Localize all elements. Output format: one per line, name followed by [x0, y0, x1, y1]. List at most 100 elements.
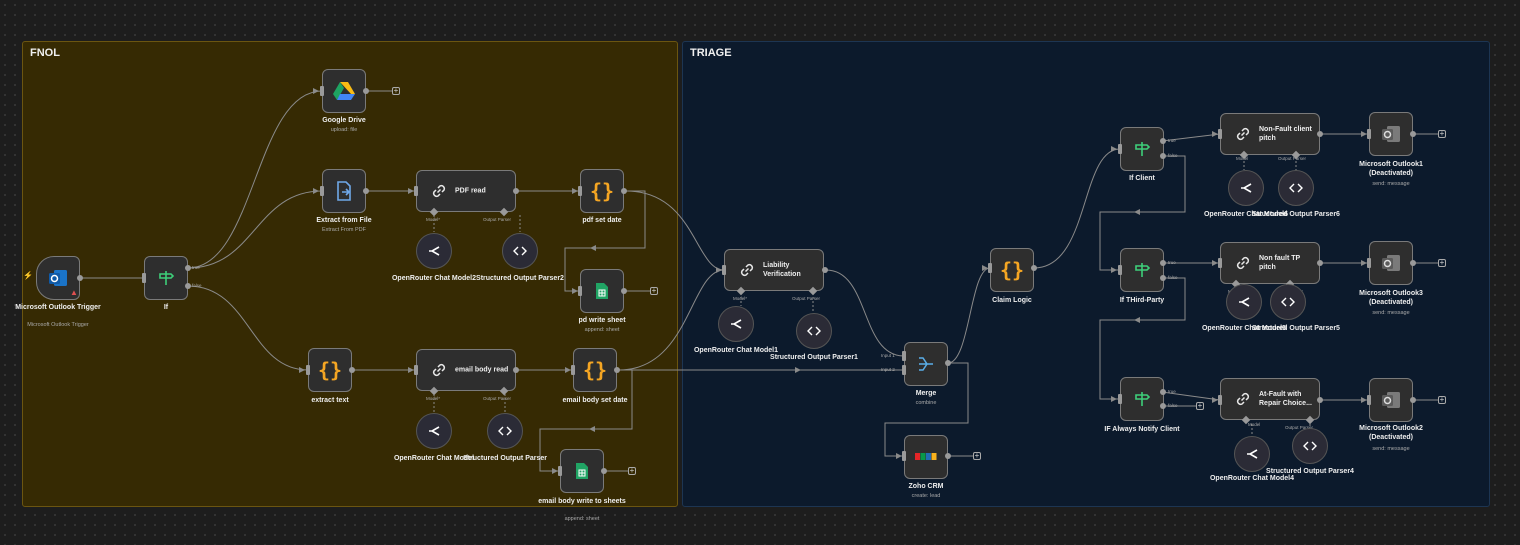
nonfault-tp-out-port[interactable]	[1317, 260, 1323, 266]
extract-text-node[interactable]: {}	[308, 348, 352, 392]
outlook2-out-port[interactable]	[1410, 397, 1416, 403]
parser2-node[interactable]	[502, 233, 538, 269]
outlook1-add-button[interactable]: +	[1438, 129, 1446, 138]
outlook-trigger-out-port[interactable]	[77, 275, 83, 281]
pdf-read-in-port[interactable]	[414, 186, 418, 196]
if-true-port[interactable]	[185, 265, 191, 271]
pdf-set-date-out-port[interactable]	[621, 188, 627, 194]
nonfault-client-node[interactable]: Non-Fault client pitch	[1220, 113, 1320, 155]
outlook3-add-button[interactable]: +	[1438, 258, 1446, 267]
google-drive-node[interactable]	[322, 69, 366, 113]
pd-write-sheet-out-port[interactable]	[621, 288, 627, 294]
extract-text-out-port[interactable]	[349, 367, 355, 373]
merge-input2-port[interactable]	[902, 365, 906, 375]
outlook3-out-port[interactable]	[1410, 260, 1416, 266]
outlook2-in-port[interactable]	[1367, 395, 1371, 405]
nonfault-tp-node[interactable]: Non fault TP pitch	[1220, 242, 1320, 284]
email-write-sheets-in-port[interactable]	[558, 466, 562, 476]
atfault-out-port[interactable]	[1317, 397, 1323, 403]
merge-input1-port[interactable]	[902, 351, 906, 361]
openrouter6-node[interactable]	[1228, 170, 1264, 206]
zoho-in-port[interactable]	[902, 451, 906, 461]
pdf-read-out-port[interactable]	[513, 188, 519, 194]
parser-node[interactable]	[487, 413, 523, 449]
extract-text-in-port[interactable]	[306, 365, 310, 375]
if-third-true-label: true	[1168, 260, 1176, 265]
fnol-group-title: FNOL	[30, 47, 60, 59]
claim-logic-out-port[interactable]	[1031, 265, 1037, 271]
if-false-port[interactable]	[185, 283, 191, 289]
parser4-node[interactable]	[1292, 428, 1328, 464]
claim-logic-node[interactable]: {}	[990, 248, 1034, 292]
email-write-sheets-add-button[interactable]: +	[628, 466, 636, 475]
email-body-read-in-port[interactable]	[414, 365, 418, 375]
liability-verification-node[interactable]: Liability Verification	[724, 249, 824, 291]
atfault-in-port[interactable]	[1218, 395, 1222, 405]
email-body-set-date-in-port[interactable]	[571, 365, 575, 375]
atfault-node[interactable]: At-Fault with Repair Choice...	[1220, 378, 1320, 420]
if-third-false-port[interactable]	[1160, 275, 1166, 281]
if-node[interactable]	[144, 256, 188, 300]
openrouter2-node[interactable]	[416, 233, 452, 269]
nonfault-tp-in-port[interactable]	[1218, 258, 1222, 268]
if-client-in-port[interactable]	[1118, 144, 1122, 154]
email-write-sheets-out-port[interactable]	[601, 468, 607, 474]
if-client-true-port[interactable]	[1160, 138, 1166, 144]
outlook3-in-port[interactable]	[1367, 258, 1371, 268]
parser5-node[interactable]	[1270, 284, 1306, 320]
extract-from-file-in-port[interactable]	[320, 186, 324, 196]
merge-out-port[interactable]	[945, 360, 951, 366]
if-always-in-port[interactable]	[1118, 394, 1122, 404]
pd-write-sheet-node[interactable]	[580, 269, 624, 313]
if-always-false-add-button[interactable]: +	[1196, 401, 1204, 410]
nonfault-client-out-port[interactable]	[1317, 131, 1323, 137]
google-drive-out-port[interactable]	[363, 88, 369, 94]
if-client-node[interactable]	[1120, 127, 1164, 171]
claim-logic-in-port[interactable]	[988, 263, 992, 273]
email-body-read-node[interactable]: email body read	[416, 349, 516, 391]
outlook2-add-button[interactable]: +	[1438, 395, 1446, 404]
google-drive-in-port[interactable]	[320, 86, 324, 96]
pd-write-sheet-in-port[interactable]	[578, 286, 582, 296]
outlook1-out-port[interactable]	[1410, 131, 1416, 137]
email-body-read-out-port[interactable]	[513, 367, 519, 373]
extract-from-file-out-port[interactable]	[363, 188, 369, 194]
outlook2-node[interactable]	[1369, 378, 1413, 422]
if-third-party-node[interactable]	[1120, 248, 1164, 292]
if-client-false-port[interactable]	[1160, 153, 1166, 159]
google-drive-add-button[interactable]: +	[392, 86, 400, 95]
parser6-node[interactable]	[1278, 170, 1314, 206]
liability-in-port[interactable]	[722, 265, 726, 275]
pd-write-sheet-add-button[interactable]: +	[650, 286, 658, 295]
extract-from-file-node[interactable]	[322, 169, 366, 213]
pdf-set-date-in-port[interactable]	[578, 186, 582, 196]
openrouter1-node[interactable]	[718, 306, 754, 342]
if-in-port[interactable]	[142, 273, 146, 283]
openrouter-node[interactable]	[416, 413, 452, 449]
openrouter5-node[interactable]	[1226, 284, 1262, 320]
openrouter4-node[interactable]	[1234, 436, 1270, 472]
pdf-set-date-node[interactable]: {}	[580, 169, 624, 213]
email-write-sheets-node[interactable]	[560, 449, 604, 493]
zoho-crm-node[interactable]	[904, 435, 948, 479]
zoho-add-button[interactable]: +	[973, 451, 981, 460]
merge-node[interactable]	[904, 342, 948, 386]
outlook1-node[interactable]	[1369, 112, 1413, 156]
if-always-true-port[interactable]	[1160, 389, 1166, 395]
if-third-true-port[interactable]	[1160, 260, 1166, 266]
nonfault-client-in-port[interactable]	[1218, 129, 1222, 139]
liability-out-port[interactable]	[822, 267, 828, 273]
parser1-node[interactable]	[796, 313, 832, 349]
zoho-out-port[interactable]	[945, 453, 951, 459]
email-body-set-date-out-port[interactable]	[614, 367, 620, 373]
if-third-in-port[interactable]	[1118, 265, 1122, 275]
outlook3-node[interactable]	[1369, 241, 1413, 285]
email-body-set-date-node[interactable]: {}	[573, 348, 617, 392]
openrouter2-label: OpenRouter Chat Model2	[391, 275, 476, 282]
if-always-node[interactable]	[1120, 377, 1164, 421]
liability-verification-label: Liability Verification	[763, 262, 801, 278]
outlook-trigger-node[interactable]: ▲	[36, 256, 80, 300]
if-always-false-port[interactable]	[1160, 403, 1166, 409]
outlook1-in-port[interactable]	[1367, 129, 1371, 139]
pdf-read-node[interactable]: PDF read	[416, 170, 516, 212]
